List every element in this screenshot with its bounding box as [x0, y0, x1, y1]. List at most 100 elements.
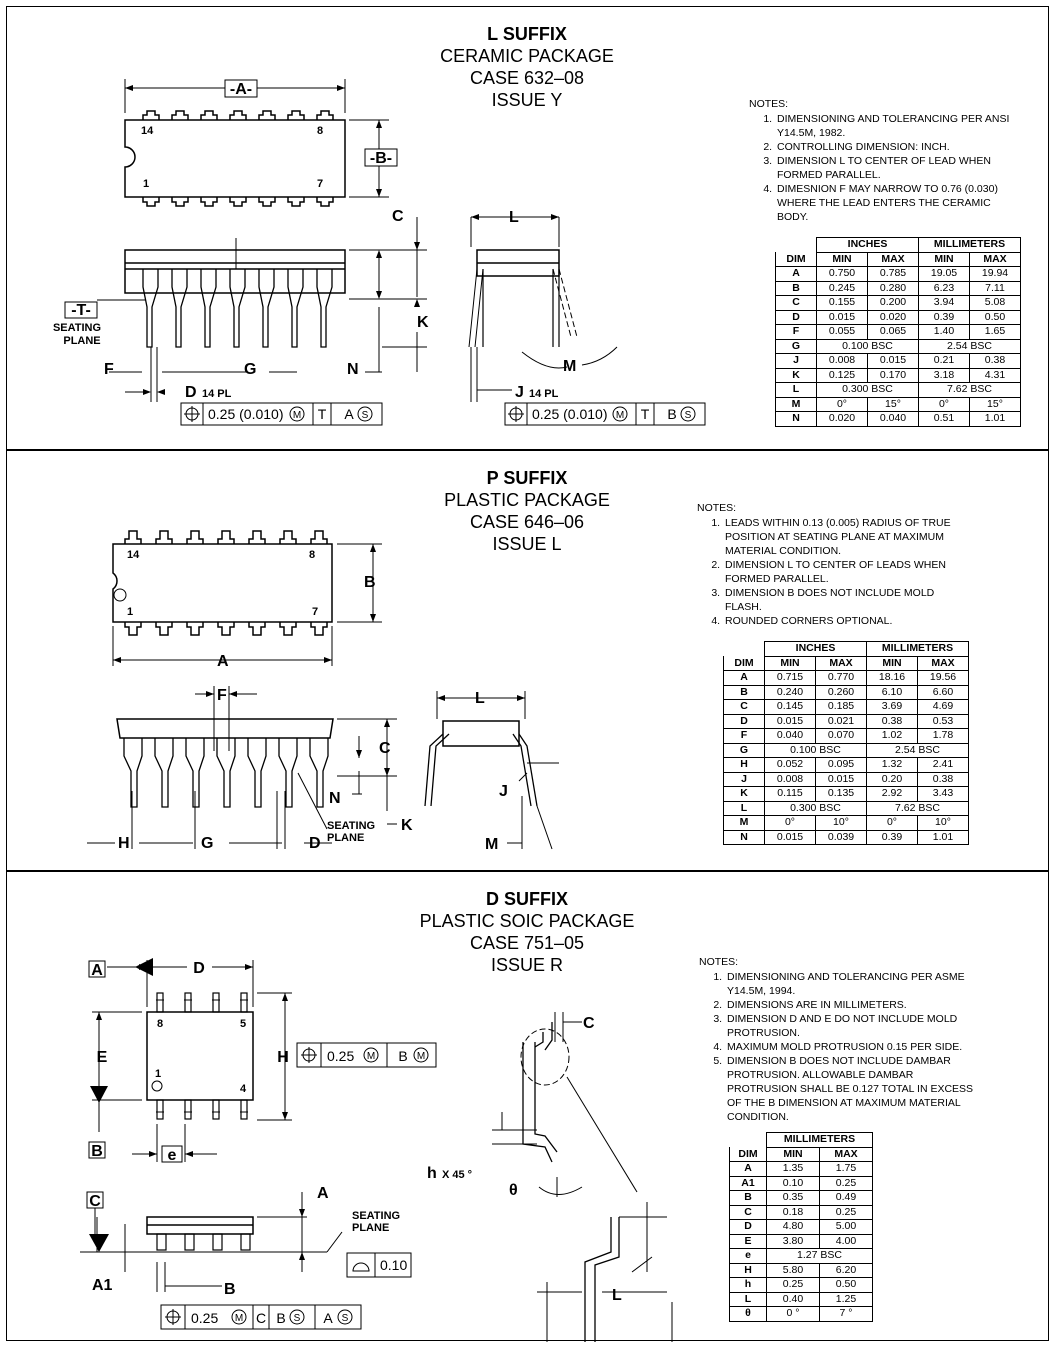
d-flatness-frame [346, 1252, 412, 1278]
lead [247, 738, 267, 808]
dim-value-cell: 2.41 [917, 757, 969, 773]
note-item: DIMESNION F MAY NARROW TO 0.76 (0.030) W… [775, 182, 1019, 224]
dim-value-cell: 1.27 BSC [766, 1248, 873, 1264]
dim-value-cell: 2.54 BSC [866, 742, 969, 758]
dim-value-cell: 0.21 [918, 353, 970, 369]
dim-name-cell: C [723, 699, 765, 715]
d-fcf-bottom-datum-a: A [323, 1310, 333, 1326]
dim-value-cell: 0.300 BSC [816, 382, 919, 398]
p-dim-d-label: D [309, 835, 321, 852]
table-corner [723, 641, 765, 656]
dim-name-cell: M [775, 396, 817, 412]
dim-value-cell: 3.43 [917, 786, 969, 802]
unit-group-header: INCHES [816, 237, 919, 253]
lead [240, 992, 248, 1013]
dim-value-cell: 4.69 [917, 699, 969, 715]
dim-value-cell: 0.49 [819, 1190, 873, 1206]
d-dim-b-label: B [224, 1281, 236, 1298]
lead [248, 622, 266, 636]
l-fcf-right-datum-t: T [641, 406, 650, 422]
p-dim-b-label: B [364, 574, 376, 591]
lead [310, 622, 328, 636]
l-fcf-right-datum-b: B [667, 406, 676, 422]
p-dim-n-label: N [329, 790, 341, 807]
l-fcf-right-mmc: M [616, 410, 624, 421]
dim-value-cell: 0° [764, 815, 816, 831]
dim-value-cell: 0.020 [816, 411, 868, 427]
column-header: DIM [723, 656, 765, 671]
case-number: CASE 646–06 [469, 512, 585, 532]
dim-value-cell: 0.25 [819, 1175, 873, 1191]
dim-value-cell: 19.05 [918, 266, 970, 282]
p-dim-j-label: J [499, 783, 508, 800]
l-dim-l-label: L [509, 209, 519, 226]
dim-value-cell: 5.80 [766, 1262, 820, 1278]
lead [258, 110, 276, 120]
d-fcf-top-mmc: M [367, 1051, 375, 1062]
dim-value-cell: 0.015 [816, 309, 868, 325]
dim-name-cell: θ [729, 1306, 767, 1322]
dim-value-cell: 0.51 [918, 411, 970, 427]
note-item: DIMENSIONING AND TOLERANCING PER ANSI Y1… [775, 112, 1019, 140]
dim-name-cell: A1 [729, 1175, 767, 1191]
d-fcf-top-tolerance: 0.25 [327, 1048, 354, 1064]
column-header: MAX [969, 251, 1021, 267]
lead [171, 110, 189, 120]
dim-name-cell: L [723, 800, 765, 816]
dim-value-cell: 0.115 [764, 786, 816, 802]
lead [184, 992, 192, 1013]
d-fcf-top-datum-mmc: M [417, 1051, 425, 1062]
lead [287, 197, 305, 207]
dim-value-cell: 0.015 [867, 353, 919, 369]
lead [171, 197, 189, 207]
l-dim-j-count: 14 PL [529, 388, 559, 400]
dim-value-cell: 0.50 [969, 309, 1021, 325]
dim-value-cell: 0.095 [815, 757, 867, 773]
dim-value-cell: 0.240 [764, 684, 816, 700]
dim-value-cell: 7.62 BSC [866, 800, 969, 816]
dim-value-cell: 0.055 [816, 324, 868, 340]
notes-heading: NOTES: [699, 956, 739, 968]
dim-name-cell: J [775, 353, 817, 369]
dim-name-cell: D [729, 1219, 767, 1235]
table-corner [729, 1132, 767, 1147]
dim-value-cell: 15° [867, 396, 919, 412]
note-item: DIMENSIONING AND TOLERANCING PER ASME Y1… [725, 970, 974, 998]
dim-value-cell: 0.065 [867, 324, 919, 340]
lead [123, 738, 143, 808]
dim-name-cell: K [723, 786, 765, 802]
dim-value-cell: 0.135 [815, 786, 867, 802]
d-datum-a-box-label: A [91, 962, 103, 979]
dim-value-cell: 0.300 BSC [764, 800, 867, 816]
lead [142, 110, 160, 120]
dim-value-cell: 0.185 [815, 699, 867, 715]
note-item: LEADS WITHIN 0.13 (0.005) RADIUS OF TRUE… [723, 516, 967, 558]
dim-value-cell: 0.39 [866, 829, 918, 845]
p-dim-c-label: C [379, 740, 391, 757]
lead [124, 530, 142, 544]
d-flatness-value: 0.10 [380, 1257, 407, 1273]
dim-value-cell: 1.40 [918, 324, 970, 340]
l-datum-t-label: -T- [71, 302, 91, 319]
dim-value-cell: 0.750 [816, 266, 868, 282]
dim-name-cell: G [775, 338, 817, 354]
lead [200, 269, 217, 348]
dim-value-cell: 0.052 [764, 757, 816, 773]
p-pin-14-label: 14 [127, 549, 140, 561]
case-number: CASE 632–08 [469, 68, 585, 88]
column-header: MAX [917, 655, 969, 671]
dim-value-cell: 3.80 [766, 1233, 820, 1249]
l-fcf-left-datum-t: T [318, 406, 327, 422]
l-suffix-panel: L SUFFIX CERAMIC PACKAGE CASE 632–08 ISS… [6, 6, 1049, 450]
p-suffix-drawing: B A F C N K SEATING PLANE H G D L J M 14… [87, 530, 559, 853]
lead [155, 622, 173, 636]
